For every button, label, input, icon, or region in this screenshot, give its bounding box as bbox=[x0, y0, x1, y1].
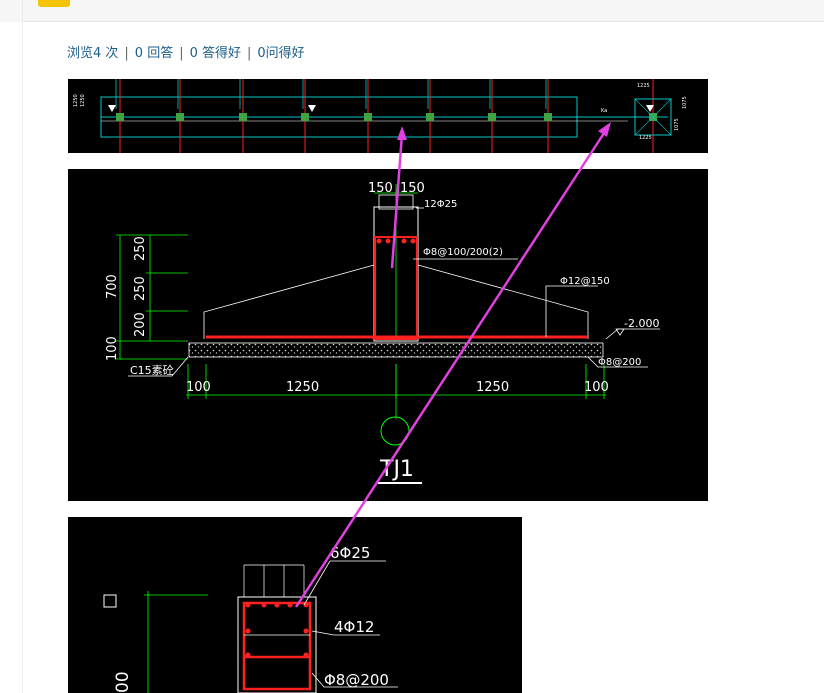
content-left-border bbox=[22, 0, 23, 693]
elevation-label: -2.000 bbox=[624, 317, 659, 330]
foundation-plan-drawing: 1250 1250 1225 1225 1075 1075 Ka bbox=[73, 79, 688, 153]
elevation-leader bbox=[605, 328, 660, 340]
plan-ka-label: Ka bbox=[601, 108, 607, 114]
side-bars-label: 4Φ12 bbox=[334, 618, 374, 636]
dim-label: 1250 bbox=[476, 380, 509, 395]
column-detail-bars bbox=[245, 602, 309, 658]
section-title: TJ1 bbox=[379, 457, 414, 482]
bottom-bars-label: Φ8@200 bbox=[598, 357, 641, 368]
dim-label: 150 bbox=[368, 181, 393, 196]
small-square bbox=[103, 594, 117, 608]
plan-dim-label: 1225 bbox=[639, 135, 652, 141]
plan-dim-label: 1075 bbox=[674, 118, 680, 131]
top-divider bbox=[22, 21, 824, 22]
stirrups-label: Φ8@200 bbox=[324, 671, 389, 689]
tag-badge[interactable] bbox=[38, 0, 70, 7]
column-detail-drawing: 00 6Φ25 4Φ12 Φ8@200 bbox=[103, 544, 398, 693]
good-answers-count[interactable]: 0 答得好 bbox=[189, 46, 241, 61]
dim-label: 1250 bbox=[286, 380, 319, 395]
elevation-marker bbox=[615, 328, 625, 336]
end-footing-diag bbox=[634, 98, 672, 136]
footing-section-drawing: 250 250 200 700 100 100 1250 1250 100 15… bbox=[105, 181, 660, 484]
detail-dim-label: 00 bbox=[113, 671, 133, 693]
callout-leader bbox=[311, 672, 398, 688]
good-questions-count[interactable]: 0问得好 bbox=[257, 46, 305, 61]
dim-label: 100 bbox=[584, 380, 609, 395]
stats-separator: | bbox=[247, 46, 252, 61]
callout-leader bbox=[128, 356, 189, 377]
top-bar bbox=[0, 0, 824, 22]
dim-label: 100 bbox=[186, 380, 211, 395]
footing-slope-left bbox=[203, 264, 375, 339]
dim-label: 700 bbox=[105, 274, 120, 299]
end-footing bbox=[634, 98, 672, 136]
footing-section-image[interactable]: 250 250 200 700 100 100 1250 1250 100 15… bbox=[68, 169, 708, 501]
axis-lines-cyan bbox=[115, 79, 547, 109]
vertical-dimensions bbox=[116, 234, 188, 360]
column-stirrups-label: Φ8@100/200(2) bbox=[423, 247, 503, 258]
column-top-lines bbox=[243, 564, 305, 597]
callout-leader bbox=[311, 630, 380, 636]
column-detail-stirrup bbox=[242, 601, 312, 691]
column-section-outline bbox=[237, 596, 317, 693]
footing-bars-label: Φ12@150 bbox=[560, 276, 610, 287]
stats-separator: | bbox=[179, 46, 184, 61]
dim-label: 100 bbox=[105, 336, 120, 361]
dim-label: 200 bbox=[133, 312, 148, 337]
dim-label: 250 bbox=[133, 276, 148, 301]
answers-count[interactable]: 0 回答 bbox=[134, 46, 174, 61]
concrete-bedding bbox=[188, 342, 604, 358]
plan-dim-label: 1250 bbox=[80, 94, 86, 107]
dim-label: 250 bbox=[133, 236, 148, 261]
axis-bubble bbox=[380, 416, 410, 446]
question-stats: 浏览4 次 | 0 回答 | 0 答得好 | 0问得好 bbox=[67, 42, 305, 61]
plan-dim-label: 1250 bbox=[73, 94, 79, 107]
plan-dim-label: 1225 bbox=[637, 83, 650, 89]
column-detail-image[interactable]: 00 6Φ25 4Φ12 Φ8@200 bbox=[68, 517, 522, 693]
section-markers bbox=[108, 105, 654, 112]
main-bars-label: 6Φ25 bbox=[330, 544, 370, 562]
stats-separator: | bbox=[124, 46, 129, 61]
callout-leader bbox=[545, 285, 598, 337]
plan-dim-label: 1075 bbox=[682, 96, 688, 109]
views-count: 浏览4 次 bbox=[67, 46, 119, 61]
foundation-plan-image[interactable]: 1250 1250 1225 1225 1075 1075 Ka bbox=[68, 79, 708, 153]
dim-label: 150 bbox=[400, 181, 425, 196]
concrete-label: C15素砼 bbox=[130, 364, 174, 377]
axis-lines-red bbox=[119, 79, 654, 153]
column-bars-label: 12Φ25 bbox=[424, 199, 457, 210]
